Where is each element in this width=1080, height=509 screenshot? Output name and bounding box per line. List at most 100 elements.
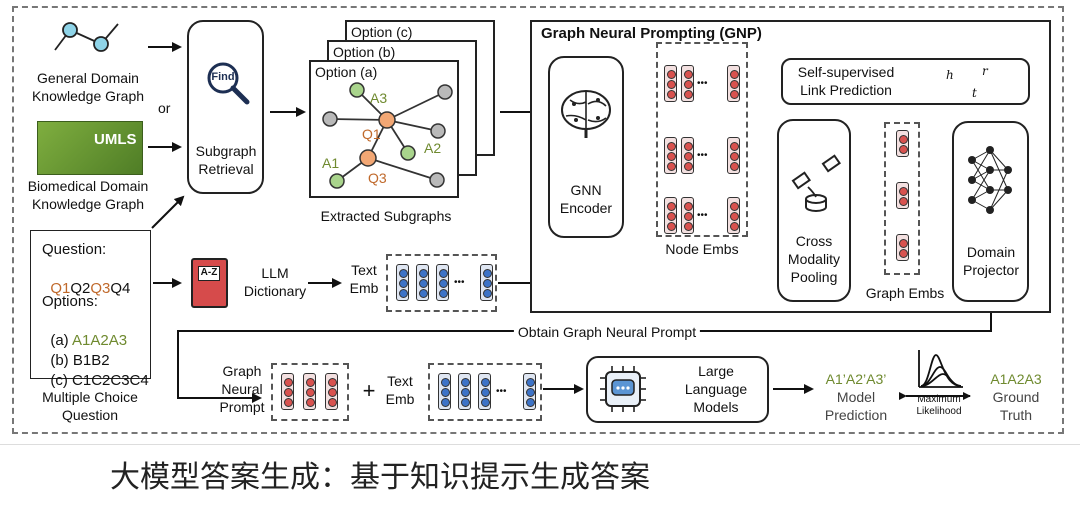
obtain-prompt-label: Obtain Graph Neural Prompt: [513, 323, 701, 341]
emb-dot: [898, 197, 908, 206]
biomedical-kg-label: Biomedical Domain Knowledge Graph: [27, 178, 149, 212]
text-emb-vector: [416, 264, 429, 301]
subgraph-retrieval-box: [187, 20, 264, 194]
link-prediction-box: [781, 58, 1030, 105]
q-part-2: Q2: [70, 280, 91, 297]
ground-truth-value: A1A2A3: [990, 371, 1042, 387]
emb-dot: [525, 398, 535, 407]
question-label: Question:: [42, 241, 107, 258]
emb-dot: [729, 80, 739, 89]
node-emb-ellipsis: •••: [697, 150, 708, 161]
question-caption: Multiple Choice Question: [42, 389, 138, 423]
node-emb-ellipsis: •••: [697, 210, 708, 221]
emb-dot: [305, 398, 315, 407]
llm-dictionary-label: LLM Dictionary: [243, 265, 307, 299]
option-b-row: (b) B1B2: [42, 334, 110, 370]
arrow-question-retrieval: [151, 195, 185, 229]
or-label: or: [158, 100, 171, 116]
emb-dot: [438, 279, 448, 288]
option-c-row: (c) C1C2C3C4: [42, 354, 149, 390]
node-emb-vector: [664, 197, 677, 234]
emb-dot: [480, 398, 490, 407]
graph-embs-box: [884, 122, 920, 275]
q-part-3: Q3: [90, 280, 111, 297]
node-emb-ellipsis: •••: [697, 78, 708, 89]
graph-neural-prompt-label: Graph Neural Prompt: [219, 363, 265, 415]
option-a-row: (a) A1A2A3: [42, 314, 127, 350]
link-var-h: h: [946, 68, 954, 82]
text-emb-label-2: Text Emb: [385, 373, 415, 407]
node-label-q3: Q3: [368, 170, 387, 186]
emb-dot: [482, 279, 492, 288]
option-c-prefix: (c): [50, 372, 73, 389]
emb-dot: [666, 222, 676, 231]
node-embs-label: Node Embs: [665, 241, 739, 257]
emb-dot: [482, 289, 492, 298]
umls-logo: UMLS: [37, 121, 143, 175]
option-b-label: Option (b): [333, 44, 396, 60]
prompt-emb-vector: [303, 373, 316, 410]
extracted-subgraphs-label: Extracted Subgraphs: [320, 208, 452, 224]
text-emb-box: [386, 254, 497, 312]
emb-dot: [666, 212, 676, 221]
cross-modality-pooling-label: Cross Modality Pooling: [787, 233, 841, 285]
emb-dot: [666, 80, 676, 89]
emb-dot: [460, 388, 470, 397]
option-b-text: B1B2: [72, 352, 110, 369]
graph-emb-vector: [896, 234, 909, 261]
general-kg-label: General Domain Knowledge Graph: [31, 70, 145, 104]
emb-dot: [327, 388, 337, 397]
emb-dot: [898, 145, 908, 154]
option-a-label: Option (a): [315, 64, 378, 80]
emb-dot: [683, 162, 693, 171]
caption-text: 大模型答案生成：基于知识提示生成答案: [110, 460, 650, 495]
emb-dot: [683, 212, 693, 221]
emb-dot: [418, 279, 428, 288]
emb-dot: [729, 212, 739, 221]
node-embs-box: [656, 42, 748, 237]
text-emb-vector: [478, 373, 491, 410]
llm-label: Large Language Models: [684, 363, 748, 415]
text-emb-ellipsis: •••: [454, 277, 465, 288]
prompt-emb-vector: [325, 373, 338, 410]
text-emb-label: Text Emb: [349, 262, 379, 296]
ground-truth-label: Ground Truth: [992, 389, 1040, 423]
node-label-a2: A2: [424, 140, 442, 156]
emb-dot: [305, 388, 315, 397]
emb-dot: [480, 388, 490, 397]
model-prediction-label: Model Prediction: [824, 389, 888, 423]
option-c-text: C1C2C3C4: [72, 372, 149, 389]
emb-dot: [327, 398, 337, 407]
text-emb-vector: [458, 373, 471, 410]
emb-dot: [729, 152, 739, 161]
emb-dot: [418, 289, 428, 298]
q-part-1: Q1: [50, 280, 71, 297]
link-var-r: r: [982, 64, 988, 78]
node-emb-vector: [681, 65, 694, 102]
graph-emb-vector: [896, 130, 909, 157]
gnn-encoder-box: [548, 56, 624, 238]
gnn-encoder-label: GNN Encoder: [559, 182, 613, 216]
option-c-label: Option (c): [351, 24, 413, 40]
option-a-text: A1A2A3: [72, 332, 128, 349]
separator: [0, 444, 1080, 445]
emb-dot: [460, 398, 470, 407]
node-emb-vector: [727, 65, 740, 102]
umls-logo-text: UMLS: [94, 131, 137, 148]
plus-sign: +: [362, 378, 376, 403]
node-emb-vector: [681, 197, 694, 234]
prompt-emb-vector: [281, 373, 294, 410]
emb-dot: [440, 388, 450, 397]
node-label-a3: A3: [370, 90, 388, 106]
model-prediction-value: A1’A2’A3’: [825, 371, 887, 387]
emb-dot: [729, 222, 739, 231]
emb-dot: [398, 279, 408, 288]
framework-frame: [12, 6, 1064, 434]
domain-projector-label: Domain Projector: [962, 244, 1020, 278]
max-likelihood-label: Maximum Likelihood: [916, 394, 962, 417]
text-emb-vector: [436, 264, 449, 301]
